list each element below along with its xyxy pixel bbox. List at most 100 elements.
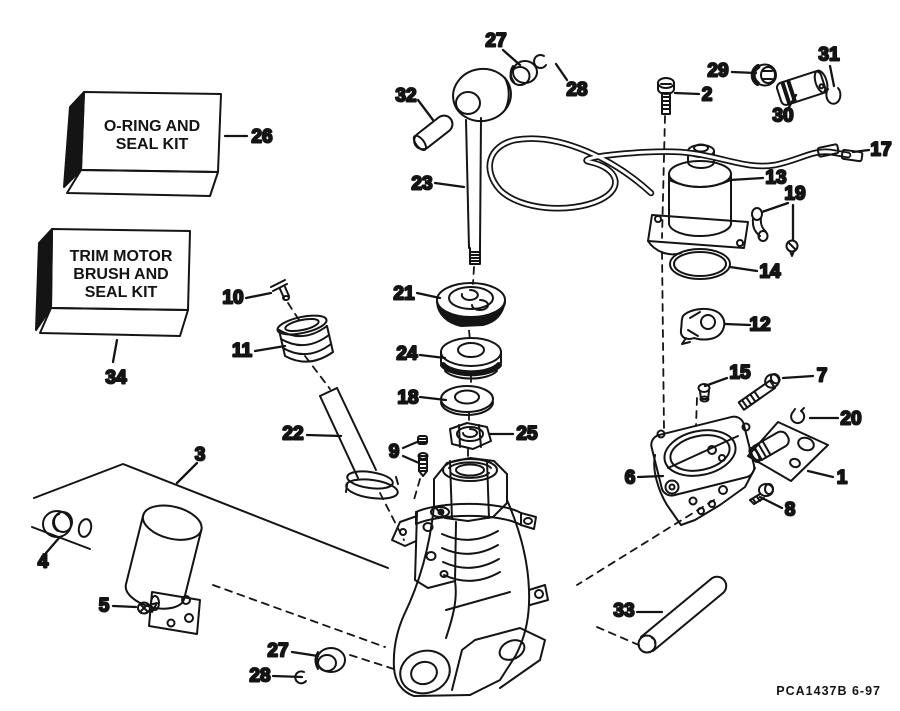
callout-leader-check-valve [703, 376, 729, 388]
piston-drawing [440, 337, 502, 380]
callout-leader-pump-filter [723, 322, 752, 327]
callout-33-tilt-pin: 33 [613, 601, 634, 622]
callout-leader-motor-o-ring [728, 265, 759, 273]
bleed-valve-drawing [270, 279, 290, 301]
upper-o-ring-drawing [533, 54, 547, 69]
callout-leader-filter-valve [787, 93, 798, 109]
callout-14-motor-o-ring: 14 [759, 262, 781, 283]
callout-leader-trim-motor-kit-box [111, 338, 119, 364]
callout-27-lower-pivot-bushing: 27 [267, 641, 288, 662]
callout-leader-lower-o-ring [271, 674, 304, 679]
kit-box-1-line-1: O-RING AND [104, 118, 200, 135]
pivot-pin-drawing [412, 114, 454, 151]
motor-bolt-drawing [657, 77, 675, 115]
callout-34-trim-motor-kit-box: 34 [105, 368, 127, 389]
callout-leader-upper-o-ring [554, 62, 569, 82]
callout-31-small-o-ring: 31 [818, 45, 840, 66]
callout-leader-motor-lead-connectors [851, 148, 871, 154]
callout-leader-bleed-valve [244, 291, 273, 300]
commutator-cap-drawing [750, 63, 777, 87]
trim-motor-kit-box-drawing: TRIM MOTOR BRUSH AND SEAL KIT [35, 228, 191, 337]
callout-leader-trim-motor [728, 176, 765, 182]
callout-leader-tilt-cylinder-rod [433, 181, 466, 189]
check-valve-drawing [697, 383, 711, 403]
callout-leader-pump-screw [758, 495, 784, 510]
kit-box-2-line-2: BRUSH AND [73, 266, 168, 283]
callout-13-trim-motor: 13 [765, 168, 786, 189]
callout-5-reservoir-screw: 5 [99, 596, 110, 617]
callout-8-pump-screw: 8 [785, 500, 796, 521]
callout-26-o-ring-seal-kit-box: 26 [251, 127, 272, 148]
callout-leader-pump-housing [636, 474, 665, 479]
callout-6-pump-housing: 6 [625, 468, 636, 489]
callout-24-piston: 24 [396, 344, 418, 365]
lower-o-ring-drawing [294, 670, 307, 685]
callout-20-retaining-ring: 20 [840, 409, 861, 430]
callout-28-lower-o-ring: 28 [249, 666, 270, 687]
callout-leader-clip-and-screw [760, 201, 790, 214]
callout-15-check-valve: 15 [729, 363, 751, 384]
callout-28-upper-o-ring: 28 [566, 80, 587, 101]
callout-4-reservoir-bushing: 4 [38, 552, 49, 573]
kit-box-2-line-3: SEAL KIT [85, 284, 158, 301]
callout-30-filter-valve: 30 [772, 106, 793, 127]
callout-12-pump-filter: 12 [749, 315, 770, 336]
callout-leader-upper-pivot-bushing [501, 48, 522, 67]
end-cap-drawing [436, 282, 507, 330]
manifold-bolt-drawing [737, 373, 781, 411]
clip-and-screw-drawing [751, 207, 799, 257]
pump-screw-drawing [749, 483, 774, 505]
valve-spring-drawing [276, 314, 334, 363]
callout-leader-reservoir-screw [111, 604, 138, 609]
reservoir-cover-outline-drawing [31, 463, 389, 569]
upper-bushing-drawing [509, 60, 538, 86]
o-ring-seal-kit-box-drawing: O-RING AND SEAL KIT [63, 91, 222, 197]
callout-1-valve-plate: 1 [837, 468, 848, 489]
callout-leader-washer [418, 395, 448, 402]
motor-wire-harness [486, 135, 864, 212]
callout-leader-valve-spring [253, 344, 287, 353]
callout-leader-reservoir-cover [175, 461, 199, 485]
callout-18-washer: 18 [397, 388, 418, 409]
callout-3-reservoir-cover: 3 [195, 445, 206, 466]
dashed-guide-lines [212, 115, 715, 671]
retaining-ring-drawing [790, 407, 806, 425]
callout-leader-cylinder-end-cap [415, 291, 442, 300]
callout-leader-valve-plate [806, 469, 835, 479]
pump-filter-drawing [679, 308, 726, 345]
callout-27-upper-pivot-bushing: 27 [485, 31, 506, 52]
callout-22-trim-rod: 22 [282, 424, 303, 445]
piston-nut-drawing [449, 422, 492, 450]
washer-drawing [440, 385, 494, 416]
callout-32-pivot-pin: 32 [395, 86, 416, 107]
reservoir-tank-drawing [124, 504, 203, 635]
motor-o-ring-drawing [669, 248, 731, 280]
callout-21-cylinder-end-cap: 21 [393, 284, 415, 305]
callout-19-clip-and-screw: 19 [784, 184, 805, 205]
small-o-ring-drawing [825, 87, 842, 105]
callout-leader-trim-rod [305, 433, 343, 438]
callout-leader-commutator-cap [730, 70, 758, 75]
trim-motor-drawing [647, 143, 749, 256]
callout-leader-valve-fittings [401, 440, 419, 450]
callout-leader-manifold-bolt [781, 374, 815, 380]
callout-11-valve-spring: 11 [232, 341, 253, 362]
callout-leader-motor-mounting-bolt [673, 91, 701, 96]
callout-leader-valve-fittings [401, 454, 421, 465]
callout-10-bleed-valve: 10 [222, 288, 243, 309]
callout-7-manifold-bolt: 7 [817, 366, 828, 387]
reservoir-bushing-drawing [42, 510, 93, 538]
cylinder-housing-drawing [391, 457, 549, 697]
kit-box-2-line-1: TRIM MOTOR [70, 248, 173, 265]
callout-leader-pivot-pin [416, 98, 435, 122]
kit-box-1-line-2: SEAL KIT [116, 136, 189, 153]
callout-leader-small-o-ring [828, 64, 836, 88]
lower-bushing-drawing [314, 647, 346, 673]
tilt-pin-drawing [637, 575, 728, 654]
callout-leader-piston [418, 353, 447, 360]
callout-17-motor-lead-connectors: 17 [870, 140, 891, 161]
callout-25-piston-nut: 25 [516, 424, 538, 445]
